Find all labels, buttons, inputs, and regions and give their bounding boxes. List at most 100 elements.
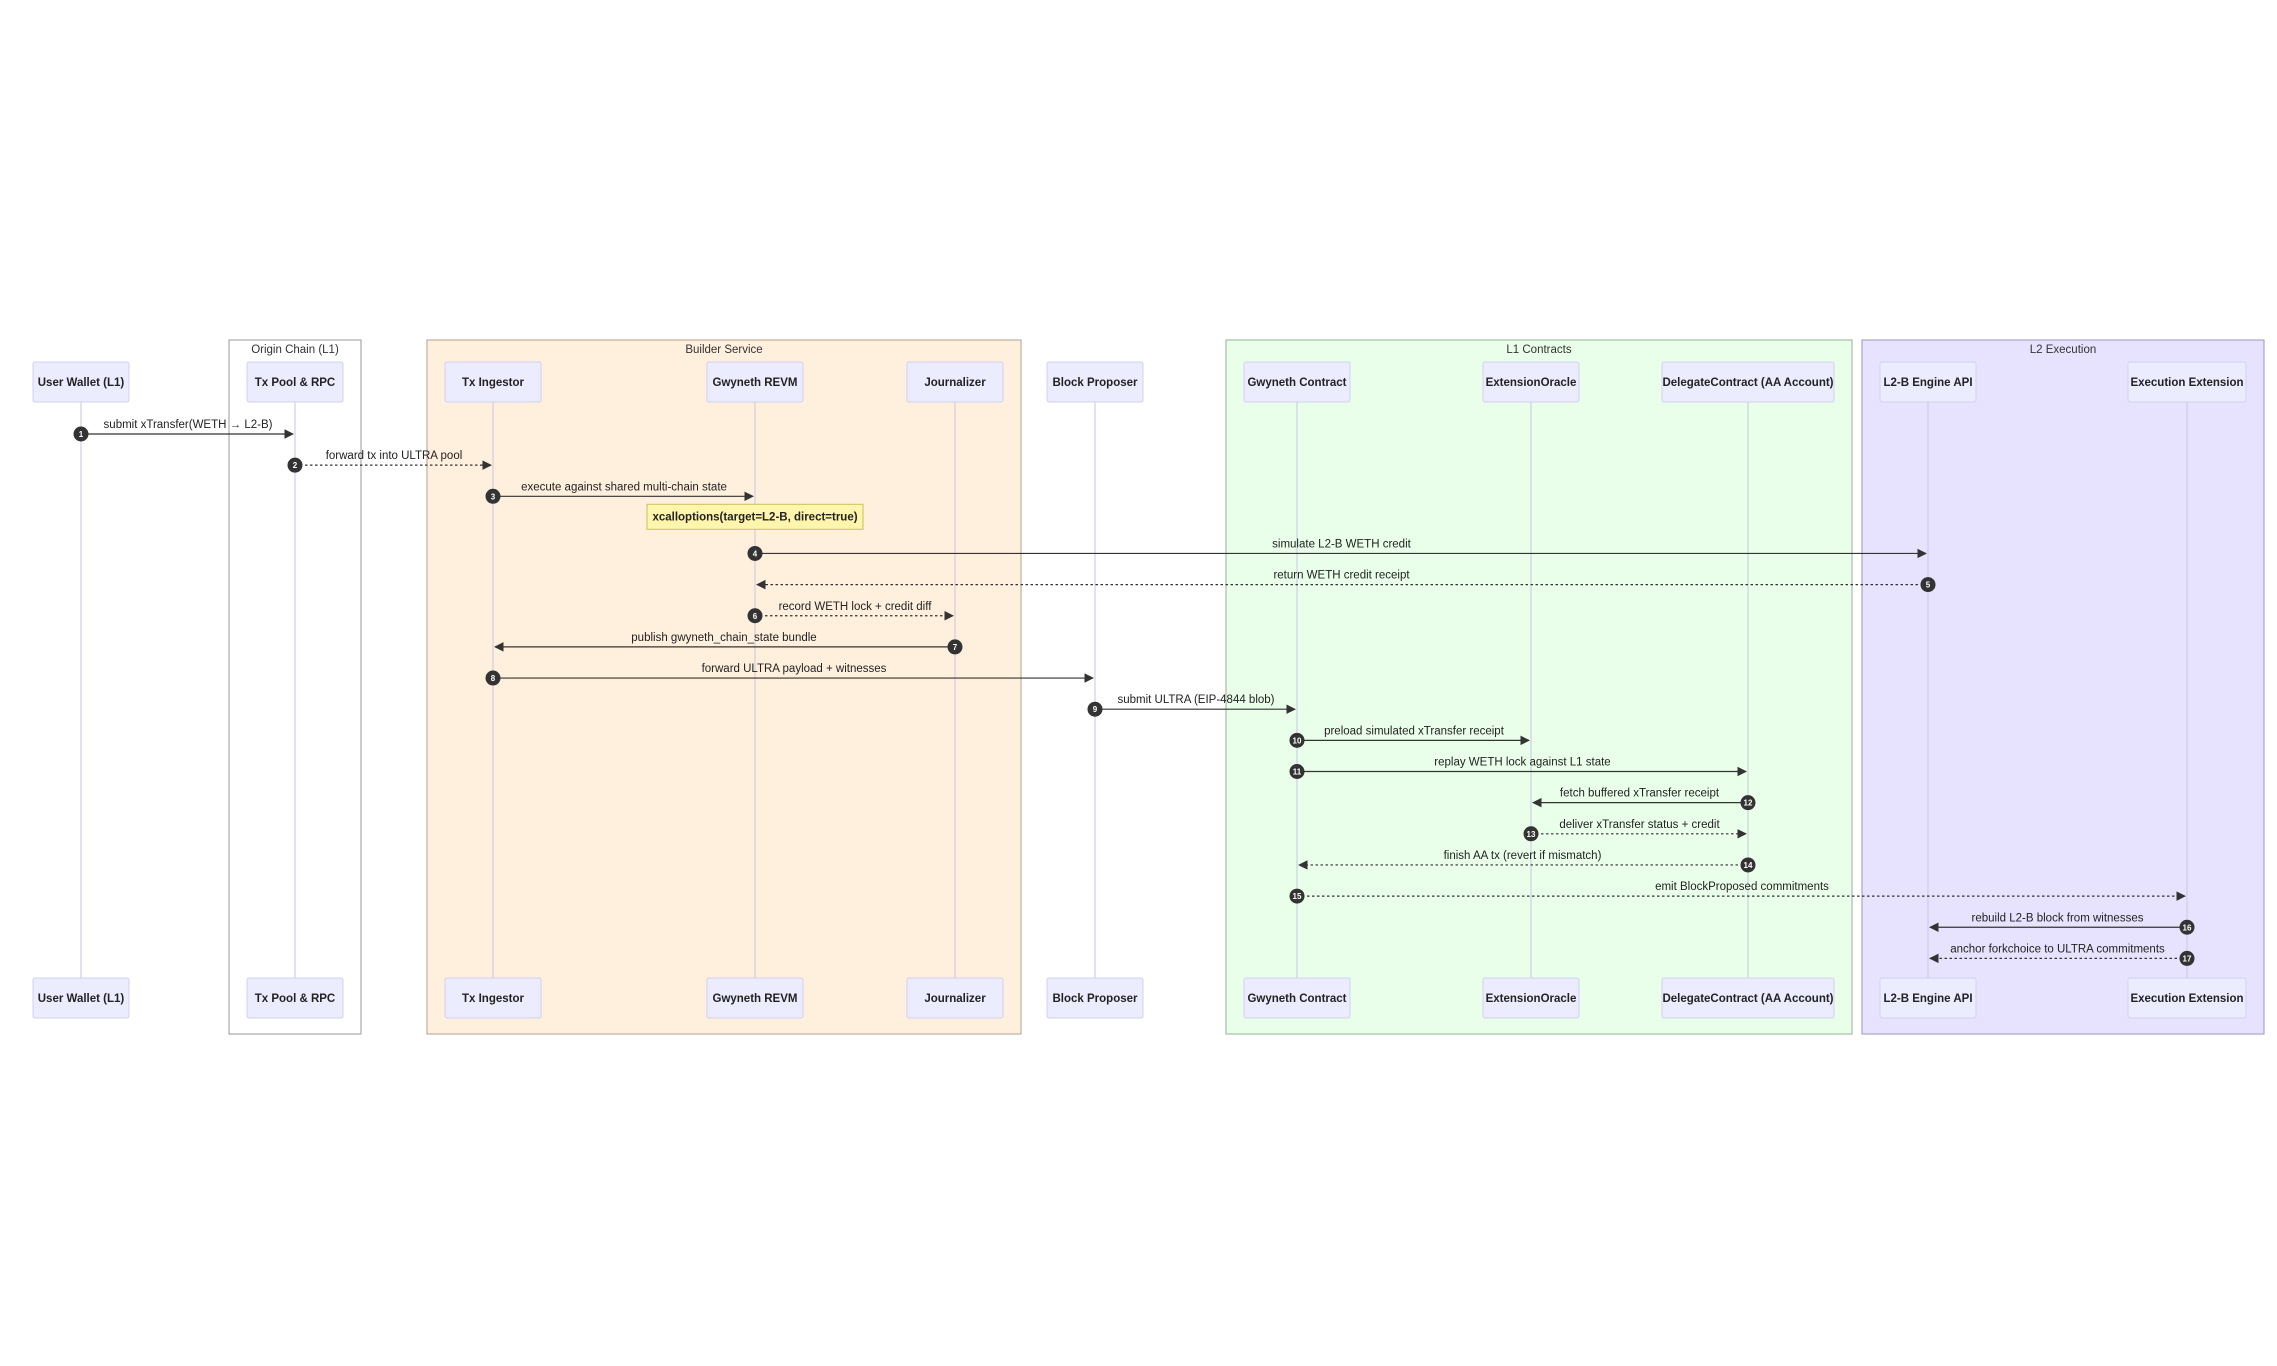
- participant-top: User Wallet (L1): [32, 361, 130, 403]
- step-badge: [1920, 577, 1936, 593]
- step-number: 3: [491, 492, 496, 501]
- message-label: submit ULTRA (EIP-4844 blob): [1117, 694, 1274, 706]
- group-builder: Builder Service: [426, 339, 1022, 1035]
- message-12: fetch buffered xTransfer receipt 12: [1532, 788, 1756, 811]
- step-number: 13: [1527, 830, 1536, 839]
- step-badge: [1289, 732, 1305, 748]
- step-badge: [1740, 857, 1756, 873]
- message-label: anchor forkchoice to ULTRA commitments: [1950, 943, 2165, 955]
- message-label: replay WETH lock against L1 state: [1434, 757, 1610, 769]
- participant-box: [1482, 977, 1580, 1019]
- step-number: 12: [1744, 799, 1753, 808]
- participant-bottom: User Wallet (L1): [32, 977, 130, 1019]
- step-badge: [1289, 764, 1305, 779]
- participant-label: User Wallet (L1): [38, 993, 125, 1005]
- participant-box: [1661, 361, 1835, 403]
- participant-box: [444, 977, 542, 1019]
- message-3: execute against shared multi-chain state…: [485, 481, 754, 504]
- participant-top: Tx Ingestor: [444, 361, 542, 403]
- participant-box: [32, 361, 130, 403]
- participant-box: [1243, 977, 1351, 1019]
- participant-label: Execution Extension: [2130, 993, 2243, 1005]
- participant-label: Block Proposer: [1053, 993, 1139, 1005]
- step-number: 4: [753, 549, 758, 558]
- participant-box: [1046, 977, 1144, 1019]
- participant-box: [2127, 977, 2247, 1019]
- message-16: rebuild L2-B block from witnesses 16: [1929, 912, 2195, 935]
- participant-label: Gwyneth Contract: [1247, 377, 1346, 389]
- participant-label: ExtensionOracle: [1486, 377, 1577, 389]
- message-10: preload simulated xTransfer receipt 10: [1289, 725, 1530, 748]
- participant-label: DelegateContract (AA Account): [1662, 993, 1833, 1005]
- participant-top: DelegateContract (AA Account): [1661, 361, 1835, 403]
- participant-label: Gwyneth REVM: [713, 993, 798, 1005]
- step-badge: [287, 457, 303, 473]
- participant-bottom: Journalizer: [906, 977, 1004, 1019]
- participant-box: [246, 361, 344, 403]
- participant-box: [444, 361, 542, 403]
- message-label: publish gwyneth_chain_state bundle: [631, 632, 816, 644]
- step-badge: [1740, 795, 1756, 811]
- participant-label: Block Proposer: [1053, 377, 1139, 389]
- participant-box: [1879, 977, 1977, 1019]
- participant-bottom: Block Proposer: [1046, 977, 1144, 1019]
- message-1: submit xTransfer(WETH → L2-B)1: [73, 419, 294, 442]
- participant-label: ExtensionOracle: [1486, 993, 1577, 1005]
- group-label: Origin Chain (L1): [251, 344, 339, 356]
- step-number: 7: [953, 643, 958, 652]
- step-number: 5: [1926, 581, 1931, 590]
- group-label: L2 Execution: [2030, 344, 2097, 356]
- step-number: 16: [2183, 923, 2192, 932]
- step-number: 6: [753, 612, 758, 621]
- participant-bottom: Tx Ingestor: [444, 977, 542, 1019]
- note-label: xcalloptions(target=L2-B, direct=true): [652, 511, 857, 523]
- participant-label: DelegateContract (AA Account): [1662, 377, 1833, 389]
- group-l1: L1 Contracts: [1225, 339, 1853, 1035]
- participant-box: [906, 977, 1004, 1019]
- message-label: fetch buffered xTransfer receipt: [1560, 788, 1720, 800]
- participant-label: User Wallet (L1): [38, 377, 125, 389]
- step-number: 10: [1293, 736, 1302, 745]
- step-number: 1: [79, 430, 84, 439]
- participant-bottom: ExtensionOracle: [1482, 977, 1580, 1019]
- participant-top: Gwyneth REVM: [706, 361, 804, 403]
- group-label: Builder Service: [685, 344, 762, 356]
- participant-box: [1482, 361, 1580, 403]
- participant-label: Execution Extension: [2130, 377, 2243, 389]
- participant-top: Tx Pool & RPC: [246, 361, 344, 403]
- participant-label: Journalizer: [924, 377, 986, 389]
- message-7: publish gwyneth_chain_state bundle 7: [494, 632, 963, 655]
- participant-top: L2-B Engine API: [1879, 361, 1977, 403]
- participant-top: Execution Extension: [2127, 361, 2247, 403]
- group-box: [1225, 339, 1853, 1035]
- participant-bottom: Tx Pool & RPC: [246, 977, 344, 1019]
- step-badge: [747, 608, 763, 624]
- message-label: preload simulated xTransfer receipt: [1324, 725, 1505, 737]
- participant-box: [246, 977, 344, 1019]
- message-5: return WETH credit receipt 5: [756, 570, 1936, 593]
- participant-label: Tx Ingestor: [462, 377, 525, 389]
- message-label: return WETH credit receipt: [1273, 570, 1410, 582]
- step-number: 17: [2183, 954, 2192, 963]
- message-label: emit BlockProposed commitments: [1655, 881, 1829, 893]
- message-label: forward ULTRA payload + witnesses: [702, 663, 887, 675]
- message-14: finish AA tx (revert if mismatch)14: [1298, 850, 1756, 873]
- participant-label: Journalizer: [924, 993, 986, 1005]
- participant-box: [1243, 361, 1351, 403]
- group-l2: L2 Execution: [1861, 339, 2265, 1035]
- step-badge: [947, 639, 963, 655]
- participant-box: [1879, 361, 1977, 403]
- group-box: [1861, 339, 2265, 1035]
- group-box: [426, 339, 1022, 1035]
- step-number: 9: [1093, 705, 1098, 714]
- participant-label: Tx Pool & RPC: [255, 993, 336, 1005]
- message-label: rebuild L2-B block from witnesses: [1972, 912, 2144, 924]
- participant-label: Gwyneth Contract: [1247, 993, 1346, 1005]
